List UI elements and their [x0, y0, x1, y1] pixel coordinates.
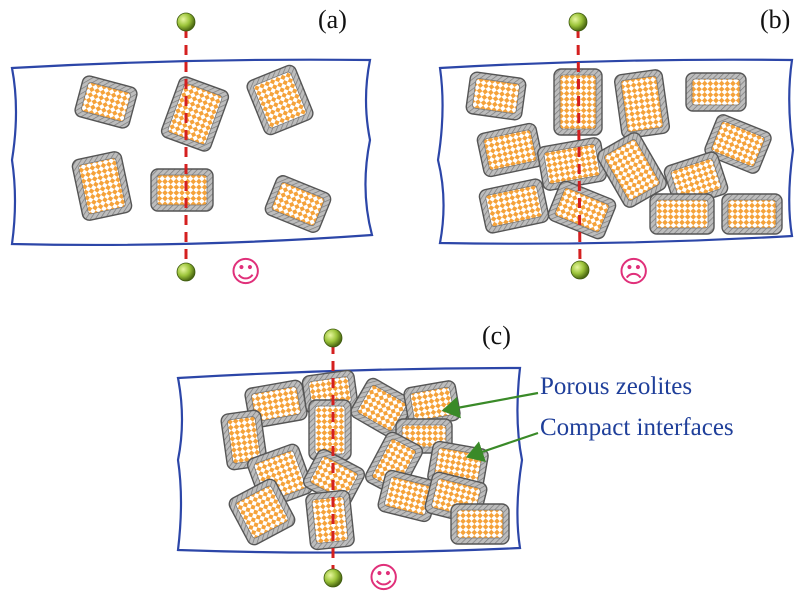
green-sphere-icon	[176, 12, 196, 32]
zeolite-grain	[476, 122, 544, 178]
green-sphere-icon	[323, 328, 343, 348]
zeolite-grain	[721, 193, 783, 235]
panel-label-b: (b)	[760, 5, 790, 34]
zeolite-grain	[377, 469, 439, 523]
zeolite-grain	[649, 193, 715, 235]
pointer-arrow-porous	[441, 391, 539, 419]
zeolite-grain	[74, 75, 138, 129]
panel-c: (c) ☺ Porous zeolites Compact interfaces	[176, 321, 734, 596]
green-sphere-icon	[323, 568, 343, 588]
zeolite-grain	[613, 69, 671, 139]
legend-compact-interfaces: Compact interfaces	[540, 414, 734, 441]
zeolite-grain	[160, 76, 230, 152]
zeolite-grains-c	[220, 369, 510, 551]
green-sphere-icon	[568, 12, 588, 32]
panel-a: (a) ☺	[10, 5, 374, 290]
zeolite-grain	[246, 64, 314, 136]
zeolite-grain	[305, 489, 355, 551]
zeolite-grain	[685, 72, 747, 112]
zeolite-grain	[597, 132, 667, 208]
legend-porous-zeolites: Porous zeolites	[540, 373, 692, 400]
smiley-face-icon: ☺	[230, 255, 261, 290]
zeolite-grain	[228, 478, 296, 546]
zeolite-grains-a	[71, 64, 332, 233]
zeolite-grains-b	[465, 68, 783, 240]
green-sphere-icon	[176, 262, 196, 282]
pointer-arrow-interfaces	[465, 431, 539, 463]
frowny-face-icon: ☹	[618, 255, 649, 290]
zeolite-grain	[547, 180, 617, 240]
membrane-outline-a	[10, 58, 374, 247]
zeolite-grain	[450, 503, 510, 545]
smiley-face-icon: ☺	[368, 561, 399, 596]
panel-label-a: (a)	[318, 5, 347, 34]
membrane-outline-b	[436, 58, 795, 245]
zeolite-grain	[478, 178, 550, 234]
zeolite-grain	[71, 151, 133, 221]
panel-label-c: (c)	[482, 321, 511, 350]
zeolite-grain	[308, 399, 352, 461]
panel-b: (b) ☹	[436, 5, 795, 290]
zeolite-grain	[465, 71, 527, 121]
zeolite-grain	[264, 175, 332, 233]
zeolite-grain	[220, 409, 268, 471]
membrane-outline-c	[176, 366, 524, 554]
zeolite-grain	[704, 114, 772, 174]
transport-path-b	[576, 27, 582, 267]
zeolite-grain	[150, 168, 214, 212]
green-sphere-icon	[570, 260, 590, 280]
